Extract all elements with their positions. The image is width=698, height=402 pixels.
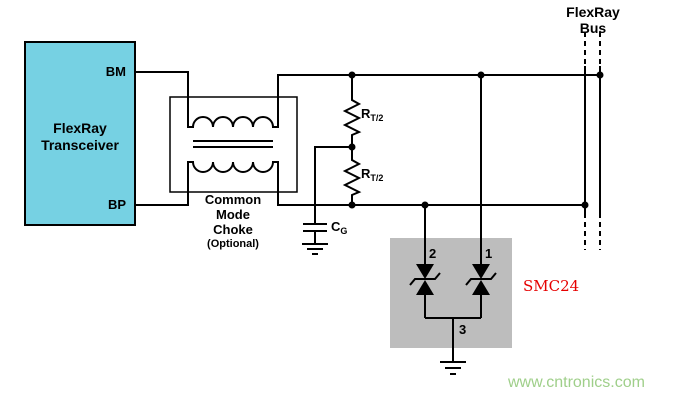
resistor-top-main: R [361,106,371,121]
tvs-diode-1-bottom-triangle [472,280,490,295]
watermark-text: www.cntronics.com [508,374,645,391]
cg-ground-symbol [302,243,328,255]
bp-wire [135,161,585,206]
resistor-top-sub: T/2 [370,113,384,123]
termination-resistors [342,75,362,205]
tvs-diode-2-top-triangle [416,264,434,279]
bm-wire [135,71,600,128]
transceiver-title: FlexRay Transceiver [41,120,119,153]
bus-title: FlexRay Bus [556,4,630,36]
junction-dot [348,71,356,79]
tvs-diode-1 [465,75,497,318]
choke-subtitle: (Optional) [207,238,259,250]
smc-ground-symbol [440,361,466,375]
smc24-box [390,238,512,348]
pin3-wire [425,317,481,362]
tvs-pin1-label: 1 [485,246,493,261]
tvs-diode-1-zener-bar [465,272,497,286]
resistor-bottom-sub: T/2 [370,173,384,183]
transceiver-box [24,41,136,226]
smc24-part-label: SMC24 [523,277,580,295]
choke-box [169,96,298,193]
bus-title-line1: FlexRay [566,4,620,20]
resistor-bottom-label: RT/2 [361,166,384,183]
tvs-diode-2 [409,205,441,318]
tvs-pin2-label: 2 [429,246,437,261]
pin-bp-label: BP [107,197,126,212]
tvs-diode-2-zener-bar [409,272,441,286]
tvs-diode-1-top-triangle [472,264,490,279]
bus-title-line2: Bus [579,20,607,36]
junction-dot [477,71,485,79]
junction-dots [348,71,604,209]
pin-bm-label: BM [105,64,126,79]
junction-dot [581,201,589,209]
capacitor-sub: G [340,226,348,236]
resistor-top-label: RT/2 [361,106,384,123]
resistor-bottom-main: R [361,166,371,181]
capacitor-label: CG [331,219,348,236]
junction-dot [348,201,356,209]
tvs-diode-2-bottom-triangle [416,280,434,295]
junction-dot [421,201,429,209]
choke-core-lines [193,140,273,148]
junction-dot [596,71,604,79]
tvs-pin3-label: 3 [459,322,467,337]
capacitor-main: C [331,219,341,234]
junction-dot [348,143,356,151]
cg-capacitor [303,146,352,244]
choke-title: Common Mode Choke [204,192,262,237]
